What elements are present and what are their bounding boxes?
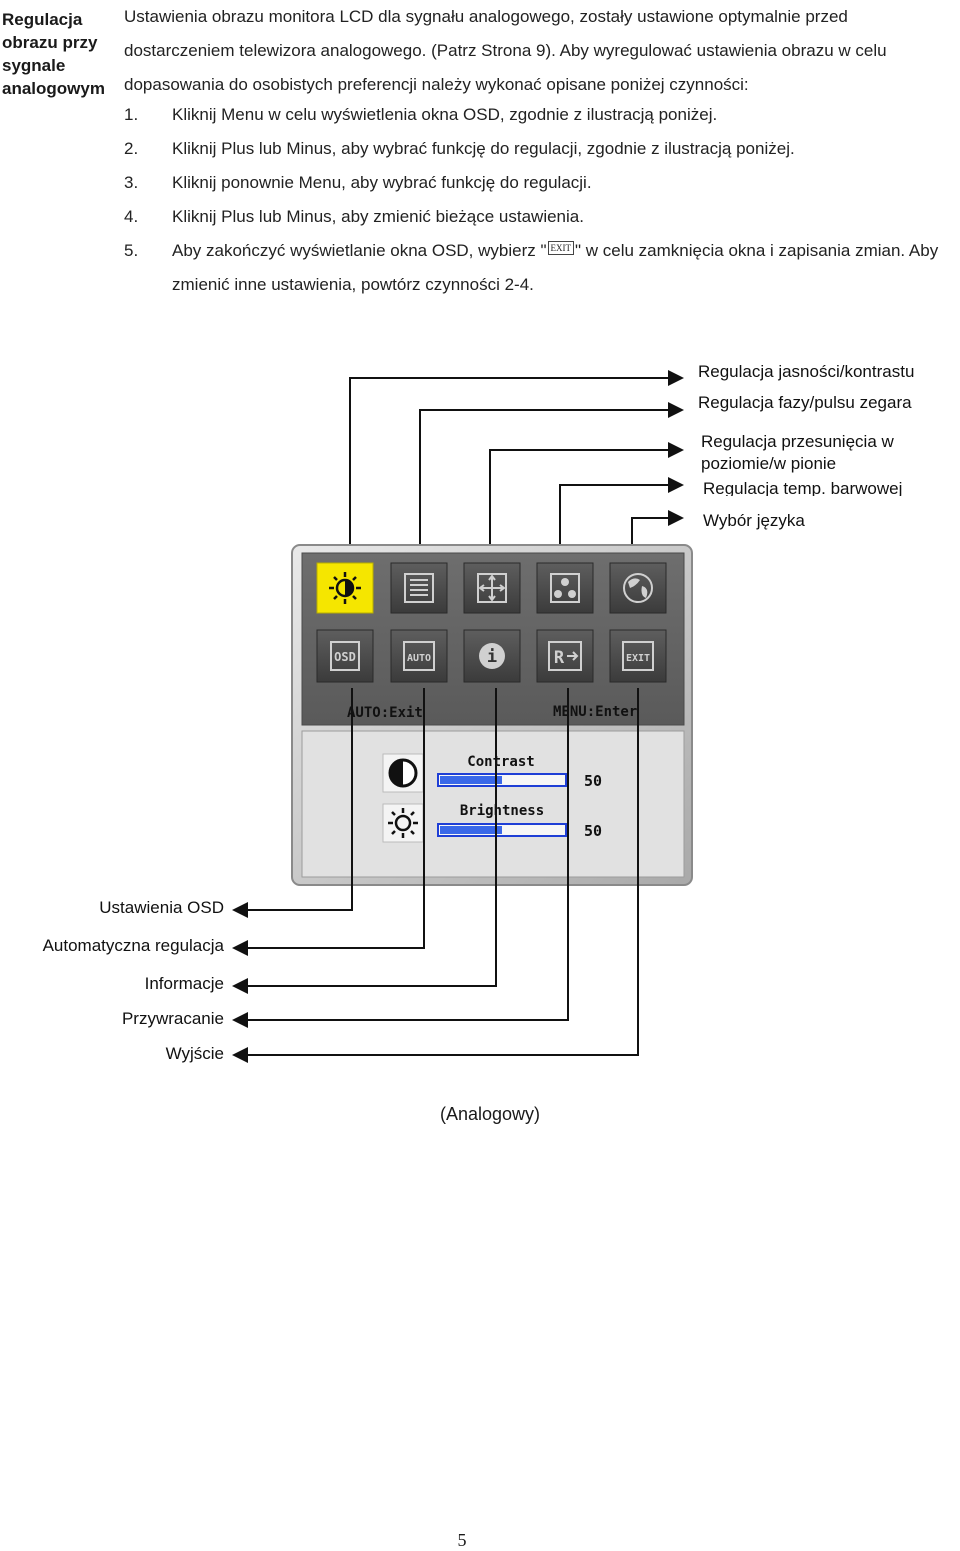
osd-slider-panel [301,730,685,878]
position-icon [477,573,507,603]
tile-clock-phase [390,562,448,614]
tile-reset [536,629,594,683]
step-text-before: Aby zakończyć wyświetlanie okna OSD, wyb… [172,241,547,260]
arrowhead [232,978,248,994]
connector-line [248,688,497,987]
tile-color-temp [536,562,594,614]
step-text: Kliknij ponownie Menu, aby wybrać funkcj… [172,173,592,192]
brightness-half-fill [345,580,353,596]
step-item: 3. Kliknij ponownie Menu, aby wybrać fun… [124,166,954,200]
osd-hint-auto: AUTO:Exit [347,705,423,721]
contrast-value: 50 [584,772,602,790]
arrowhead [668,442,684,458]
arrowhead [232,940,248,956]
callout-exit: Wyjście [165,1044,224,1063]
contrast-icon-half [390,760,403,786]
step-number: 1. [124,105,139,124]
callout-language: Wybór języka [703,511,805,530]
step-text: Kliknij Plus lub Minus, aby zmienić bież… [172,207,584,226]
info-icon: i [487,647,497,667]
step-text-after: " w celu zamknięcia okna i zapisania zmi… [172,241,939,294]
auto-icon: AUTO [407,653,431,664]
step-number: 4. [124,207,139,226]
exit-tile-icon: EXIT [626,653,650,664]
tile-osd [316,629,374,683]
osd-icon-frame [330,641,360,671]
callout-clock-phase: Regulacja fazy/pulsu zegara [698,393,912,412]
connector-line [419,409,668,560]
brightness-value: 50 [584,822,602,840]
step-text: Kliknij Menu w celu wyświetlenia okna OS… [172,105,718,124]
step-number: 3. [124,173,139,192]
info-icon-circle [479,643,505,669]
connector-line [248,688,569,1021]
arrowhead [232,1012,248,1028]
brightness-slider-icon [388,808,418,838]
steps-list: 1. Kliknij Menu w celu wyświetlenia okna… [124,98,954,302]
reset-icon-frame [548,641,582,671]
figure-caption: (Analogowy) [439,1104,541,1124]
callout-brightness-contrast: Regulacja jasności/kontrastu [698,362,915,381]
brightness-label: Brightness [460,803,544,819]
osd-hint-menu: MENU:Enter [553,704,637,720]
language-icon [623,573,653,603]
connector-line [248,688,353,911]
step-text: Aby zakończyć wyświetlanie okna OSD, wyb… [172,234,954,302]
bottom-arrowheads [232,902,248,1063]
clock-phase-icon [404,573,434,603]
connector-line [349,377,668,560]
connector-line [559,484,668,560]
brightness-slider-fill [440,826,502,834]
tile-language [609,562,667,614]
osd-diagram: OSD AUTO i R EXIT AUTO:Exit MENU:Enter C… [232,370,693,1063]
osd-window: OSD AUTO i R EXIT AUTO:Exit MENU:Enter C… [291,544,693,886]
top-arrowheads [668,370,684,526]
connector-line [489,449,668,560]
step-number: 5. [124,241,139,260]
step-text: Kliknij Plus lub Minus, aby wybrać funkc… [172,139,795,158]
page-number: 5 [457,1530,467,1550]
color-temp-dots [554,578,576,598]
callout-auto-adjust: Automatyczna regulacja [42,936,224,955]
color-temp-icon [550,573,580,603]
auto-icon-frame [403,641,435,671]
reset-arrow [567,651,579,661]
connector-line [248,688,425,949]
callout-osd-settings: Ustawienia OSD [99,898,224,917]
step-number: 2. [124,139,139,158]
intro-paragraph: Ustawienia obrazu monitora LCD dla sygna… [124,7,887,94]
step-item: 4. Kliknij Plus lub Minus, aby zmienić b… [124,200,954,234]
section-heading: Regulacja obrazu przy sygnale analogowym [2,10,105,98]
arrowhead [668,510,684,526]
contrast-label: Contrast [467,754,534,770]
arrowhead [668,477,684,493]
arrowhead [232,1047,248,1063]
callout-color-temp: Regulacja temp. barwowej [703,479,903,496]
exit-icon: EXIT [547,241,575,255]
bottom-connectors [248,688,639,1056]
reset-icon: R [554,648,565,668]
arrowhead [668,402,684,418]
osd-icon: OSD [334,650,356,664]
step-item: 5. Aby zakończyć wyświetlanie okna OSD, … [124,234,954,302]
callout-information: Informacje [144,974,224,993]
connector-line [248,688,639,1056]
step-item: 2. Kliknij Plus lub Minus, aby wybrać fu… [124,132,954,166]
callout-reset: Przywracanie [121,1009,224,1028]
exit-icon-frame [622,641,654,671]
arrowhead [668,370,684,386]
top-connectors [349,377,668,560]
tile-exit [609,629,667,683]
tile-auto [390,629,448,683]
arrowhead [232,902,248,918]
callout-position: Regulacja przesunięcia w poziomie/w pion… [701,432,894,473]
step-item: 1. Kliknij Menu w celu wyświetlenia okna… [124,98,954,132]
contrast-slider-fill [440,776,502,784]
